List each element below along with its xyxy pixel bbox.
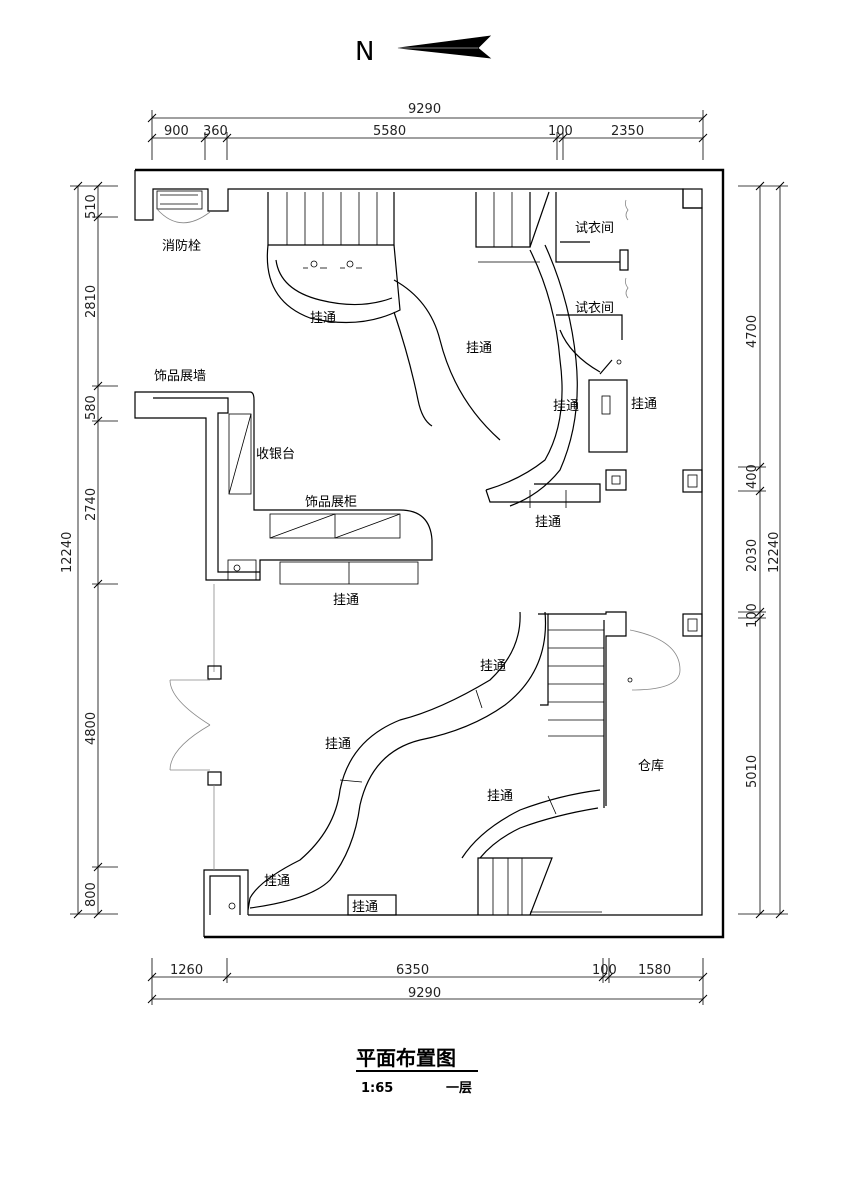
left-dim-4: 2740 [84, 488, 99, 521]
top-dim-5: 2350 [611, 124, 644, 139]
north-arrow-icon [397, 35, 492, 59]
right-dim-1: 4700 [745, 315, 760, 348]
bottom-dimension-lines: 1260 6350 100 1580 9290 [147, 958, 708, 1005]
rack-label-3: 挂通 [333, 593, 359, 608]
title-block: 平面布置图 1:65 一层 [356, 1046, 478, 1096]
rack-label-9: 挂通 [487, 789, 513, 804]
bottom-dim-3: 100 [592, 963, 617, 978]
north-arrow: N [355, 35, 492, 67]
fitting-room-1-label: 试衣间 [575, 220, 614, 236]
fire-hydrant: 消防栓 [156, 190, 211, 254]
outer-walls [134, 168, 725, 939]
top-dim-2: 360 [203, 124, 228, 139]
cashier-label: 收银台 [256, 447, 295, 462]
top-dimension-lines: 9290 900 360 5580 100 2350 [147, 102, 708, 160]
rack-label-8: 挂通 [325, 737, 351, 752]
rack-label-11: 挂通 [352, 900, 378, 915]
right-dim-2: 400 [745, 464, 760, 489]
drawing-scale: 1:65 [361, 1081, 393, 1096]
top-dim-4: 100 [548, 124, 573, 139]
drawing-floor: 一层 [446, 1081, 472, 1096]
left-dim-2: 2810 [84, 285, 99, 318]
accessory-wall-label: 饰品展墙 [154, 369, 206, 384]
top-dim-1: 900 [164, 124, 189, 139]
right-dim-3: 2030 [745, 539, 760, 572]
wall-columns [682, 188, 703, 637]
left-dim-1: 510 [84, 194, 99, 219]
top-dim-3: 5580 [373, 124, 406, 139]
right-dim-5: 5010 [745, 755, 760, 788]
right-total-dim: 12240 [767, 532, 782, 573]
top-total-dim: 9290 [408, 102, 441, 117]
fitting-room-2-label: 试衣间 [575, 300, 614, 316]
rack-label-7: 挂通 [480, 659, 506, 674]
left-total-dim: 12240 [60, 532, 75, 573]
top-stairs-and-rack: 挂通 挂通 [266, 192, 501, 441]
fire-hydrant-label: 消防栓 [162, 238, 201, 254]
left-dim-5: 4800 [84, 712, 99, 745]
accessory-cabinet-label: 饰品展柜 [305, 495, 357, 510]
left-dimension-lines: 12240 510 2810 580 2740 4800 800 [60, 181, 118, 919]
north-label: N [355, 37, 374, 67]
bottom-dim-4: 1580 [638, 963, 671, 978]
rack-label-6: 挂通 [535, 515, 561, 530]
accessory-wall-block: 饰品展墙 收银台 饰品展柜 挂通 [134, 369, 433, 608]
rack-label-5: 挂通 [631, 397, 657, 412]
top-right-area: 试衣间 试衣间 挂通 挂通 挂通 [475, 191, 657, 530]
right-dim-4: 100 [745, 603, 760, 628]
bottom-total-dim: 9290 [408, 986, 441, 1001]
warehouse-label: 仓库 [638, 758, 664, 774]
right-dimension-lines: 4700 400 2030 100 5010 12240 [738, 181, 788, 919]
left-dim-6: 800 [84, 882, 99, 907]
rack-label-4: 挂通 [553, 399, 579, 414]
rack-label-10: 挂通 [264, 874, 290, 889]
rack-label-2: 挂通 [466, 341, 492, 356]
drawing-title: 平面布置图 [356, 1046, 456, 1070]
left-dim-3: 580 [84, 395, 99, 420]
rack-label-1: 挂通 [310, 311, 336, 326]
entrance-doors [169, 584, 222, 870]
bottom-dim-1: 1260 [170, 963, 203, 978]
lower-center-area: 挂通 挂通 挂通 挂通 挂通 仓库 [247, 611, 681, 916]
bottom-dim-2: 6350 [396, 963, 429, 978]
